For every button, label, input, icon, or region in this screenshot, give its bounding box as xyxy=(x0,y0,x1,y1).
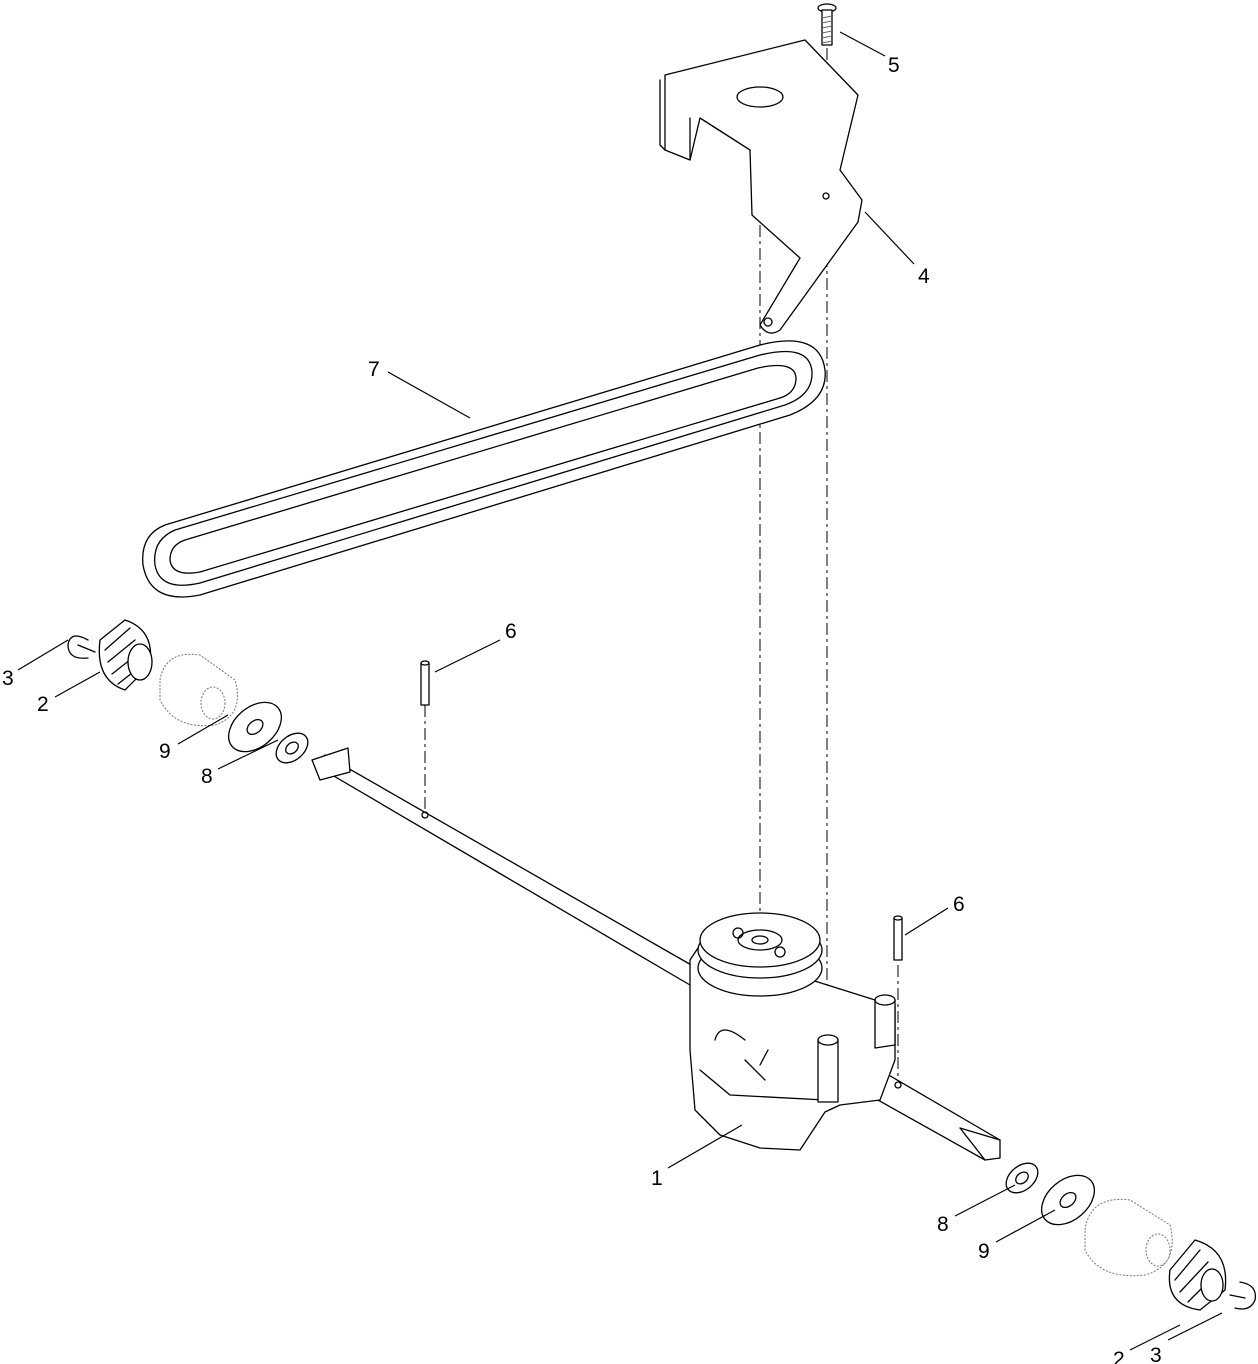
callout-8-right: 8 xyxy=(937,1213,949,1236)
callout-1: 1 xyxy=(651,1167,663,1190)
callouts: 5 4 7 6 3 2 9 8 6 1 8 9 2 3 xyxy=(2,31,1223,1364)
drive-belt xyxy=(142,340,826,598)
callout-9-right: 9 xyxy=(978,1240,990,1263)
callout-3-right: 3 xyxy=(1150,1344,1162,1364)
right-wheel-assembly xyxy=(1005,1162,1257,1311)
callout-9: 9 xyxy=(159,740,171,763)
axle-shaft xyxy=(311,747,701,986)
alignment-lines xyxy=(424,48,899,1100)
left-wheel-assembly xyxy=(67,619,309,764)
callout-4: 4 xyxy=(918,265,930,288)
callout-5: 5 xyxy=(888,54,900,77)
callout-7: 7 xyxy=(368,358,380,381)
roll-pin-right xyxy=(893,915,903,961)
bracket xyxy=(659,39,863,334)
callout-2: 2 xyxy=(37,693,49,716)
roll-pin xyxy=(420,660,430,706)
screw xyxy=(817,3,837,46)
callout-6: 6 xyxy=(505,620,517,643)
callout-8: 8 xyxy=(201,765,213,788)
callout-6-right: 6 xyxy=(953,893,965,916)
callout-3: 3 xyxy=(2,667,14,690)
callout-2-right: 2 xyxy=(1113,1348,1125,1364)
gearbox xyxy=(689,912,896,1151)
